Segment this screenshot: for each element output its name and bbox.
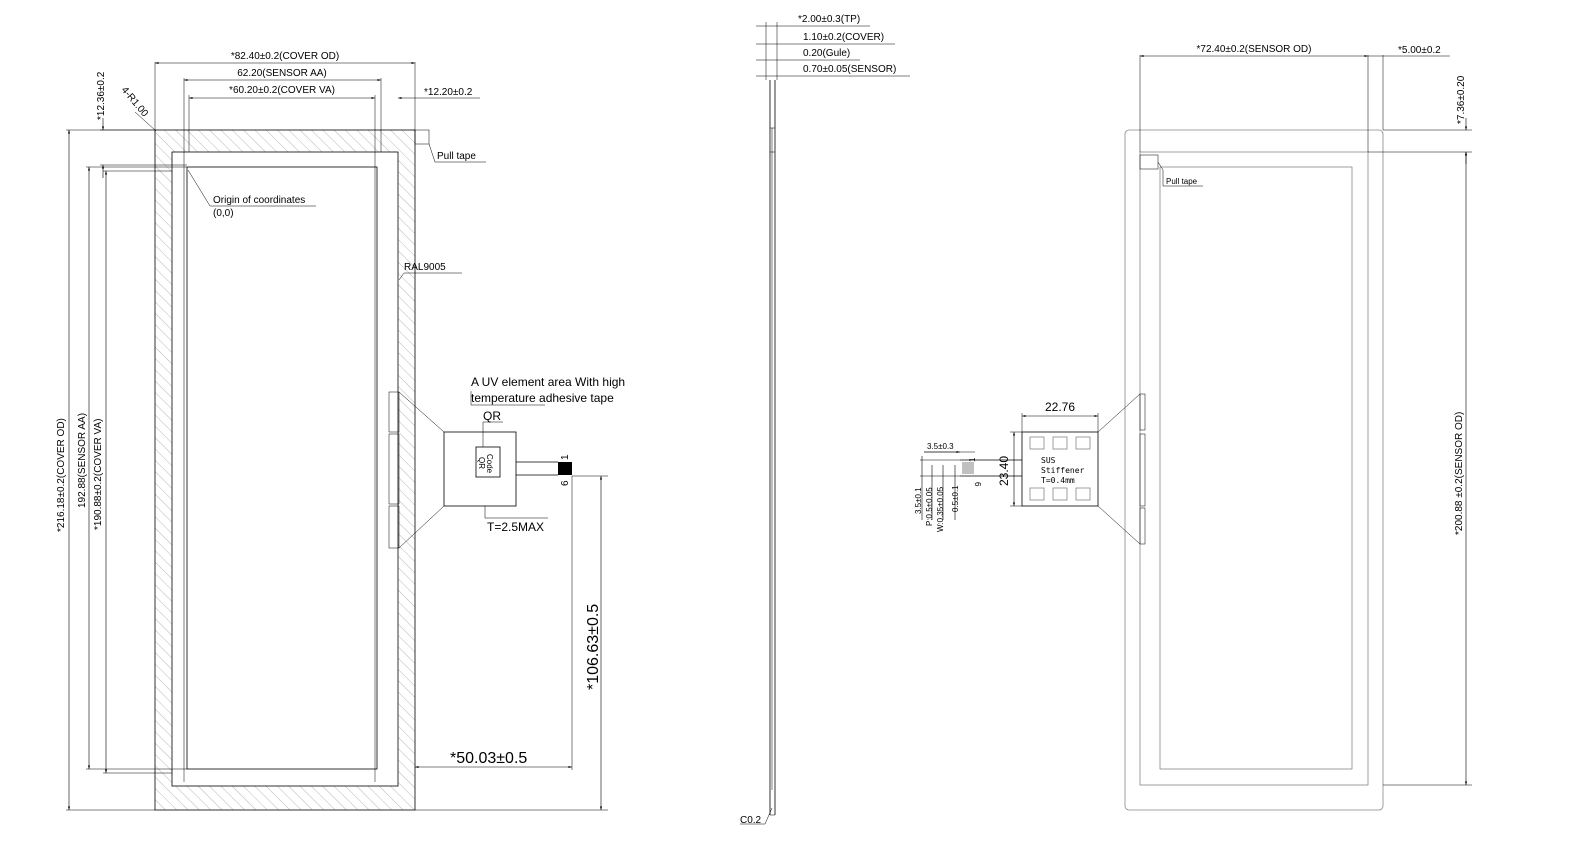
cover-va-outline	[171, 151, 399, 787]
front-view: *82.40±0.2(COVER OD) 62.20(SENSOR AA) *6…	[56, 51, 625, 811]
back-uv-area-3	[1139, 507, 1146, 545]
uv-note-line-2: temperature adhesive tape	[471, 391, 614, 405]
back-pull-tape	[1139, 154, 1159, 170]
pin-first-label: 1	[560, 454, 571, 460]
finger-length-label: 3.5±0.3	[927, 442, 954, 451]
fpc-connector	[558, 462, 572, 475]
qr-code-text-1: QR	[477, 457, 486, 469]
sensor-aa-outline	[186, 166, 378, 770]
pitch-label: P:0.5±0.05	[925, 487, 934, 526]
tp-thickness-label: *2.00±0.3(TP)	[798, 14, 860, 25]
cover-od-height-label: *216.18±0.2(COVER OD)	[56, 418, 67, 532]
cover-outline	[154, 129, 416, 811]
pin-last-label: 6	[560, 480, 571, 486]
qr-code-box	[475, 446, 501, 478]
top-offset-label: *7.36±0.20	[1456, 75, 1467, 124]
back-pin-first-label: 1	[968, 457, 977, 462]
glue-thickness-label: 0.20(Gule)	[803, 48, 850, 59]
stiffener-line-2: Stiffener	[1041, 466, 1085, 475]
back-pull-tape-label: Pull tape	[1166, 177, 1198, 186]
fpc-body	[443, 431, 517, 507]
back-uv-area-2	[1139, 433, 1146, 507]
uv-area-1	[388, 391, 400, 433]
sensor-od-height-label: *200.88 ±0.2(SENSOR OD)	[1454, 412, 1465, 535]
sensor-inner-outline	[1159, 166, 1353, 770]
back-cover-outline	[1124, 129, 1384, 811]
cover-va-height-label: *190.88±0.2(COVER VA)	[93, 419, 104, 530]
back-pin-last-label: 6	[973, 482, 982, 487]
uv-note-line-1: A UV element area With high	[471, 375, 625, 389]
sensor-thickness-label: 0.70±0.05(SENSOR)	[803, 64, 896, 75]
qr-code-text-2: Code	[485, 454, 494, 474]
gold-finger-pins	[962, 462, 974, 474]
back-view: *72.40±0.2(SENSOR OD) *5.00±0.2 *7.36±0.…	[914, 44, 1472, 811]
qr-label: QR	[483, 409, 501, 423]
pin-width-label: W:0.35±0.05	[936, 486, 945, 532]
cover-va-width-label: *60.20±0.2(COVER VA)	[229, 85, 335, 96]
finger-width-label: 3.5±0.1	[914, 487, 923, 514]
uv-area-3	[388, 505, 400, 549]
stiffener-line-3: T=0.4mm	[1041, 476, 1075, 485]
right-offset-label: *5.00±0.2	[1398, 45, 1441, 56]
sensor-od-width-label: *72.40±0.2(SENSOR OD)	[1197, 44, 1312, 55]
stiffener-height-label: 23.40	[997, 456, 1011, 486]
gap-label: 0.5±0.1	[951, 485, 960, 512]
origin-value: (0,0)	[213, 208, 234, 219]
back-uv-area-1	[1139, 393, 1146, 431]
stiffener-width-label: 22.76	[1045, 400, 1075, 414]
right-margin-label: *12.20±0.2	[424, 87, 473, 98]
stiffener-box	[1021, 431, 1099, 507]
pull-tape-tab	[414, 129, 430, 145]
origin-label: Origin of coordinates	[213, 195, 305, 206]
sensor-aa-width-label: 62.20(SENSOR AA)	[237, 68, 326, 79]
thickness-label: T=2.5MAX	[487, 520, 544, 534]
fpc-height-label: *106.63±0.5	[585, 604, 602, 690]
uv-area-2	[388, 433, 400, 505]
pull-tape-label: Pull tape	[437, 151, 476, 162]
chamfer-label: C0.2	[740, 815, 762, 826]
sensor-od-outline	[1139, 151, 1369, 786]
sensor-aa-height-label: 192.88(SENSOR AA)	[77, 413, 88, 508]
fpc-offset-label: *50.03±0.5	[450, 750, 527, 767]
top-margin-label: *12.36±0.2	[96, 71, 107, 120]
corner-radius-label: 4-R1.00	[119, 85, 151, 120]
color-code-label: RAL9005	[404, 262, 446, 273]
side-view: *2.00±0.3(TP) 1.10±0.2(COVER) 0.20(Gule)…	[740, 14, 910, 826]
cover-od-width-label: *82.40±0.2(COVER OD)	[231, 51, 339, 62]
stiffener-line-1: SUS	[1041, 456, 1056, 465]
cover-thickness-label: 1.10±0.2(COVER)	[803, 32, 884, 43]
cover-border-hatch	[155, 130, 415, 810]
